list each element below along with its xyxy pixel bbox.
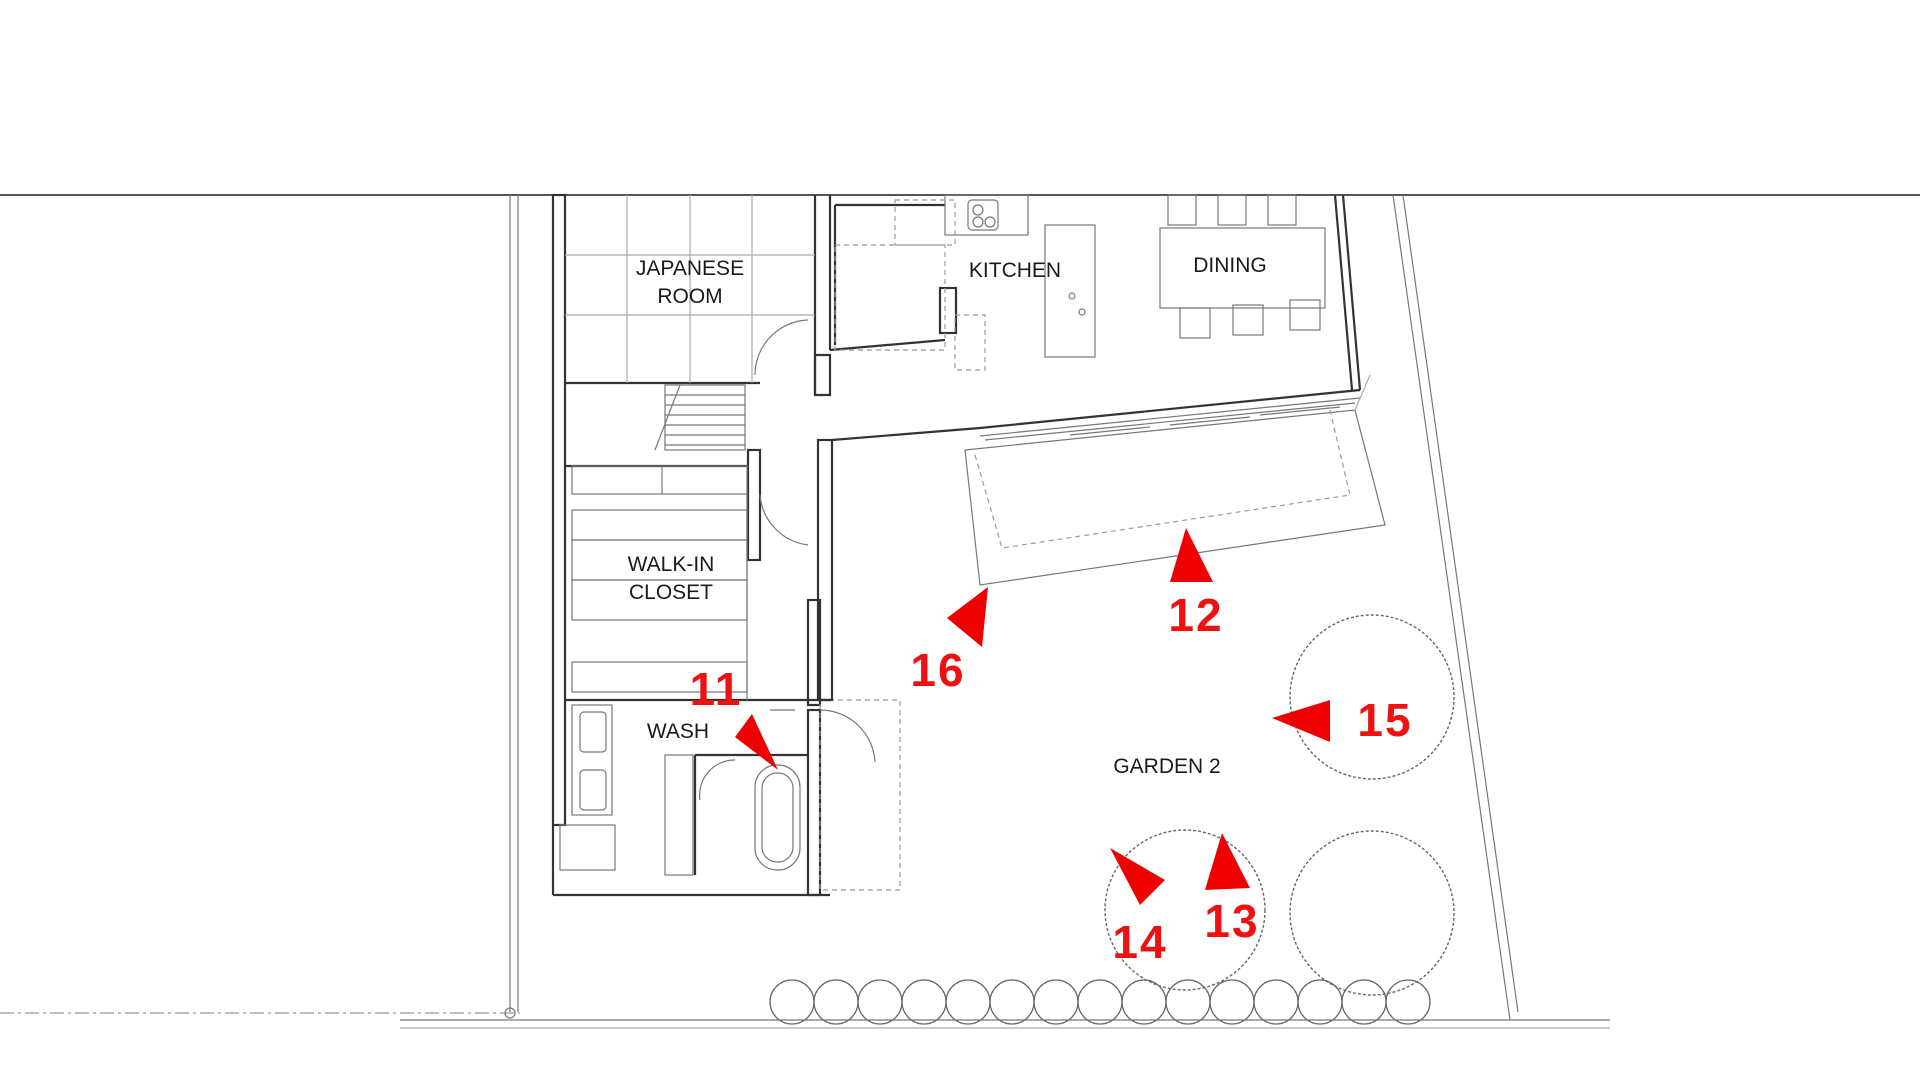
viewpoint-arrow-13 (1205, 833, 1250, 890)
viewpoint-label-12: 12 (1168, 589, 1223, 641)
dining-table (1159, 194, 1326, 339)
viewpoint-label-15: 15 (1357, 694, 1412, 746)
viewpoint-label-13: 13 (1204, 895, 1259, 947)
sliding-doors (984, 402, 1356, 441)
staircase (654, 384, 746, 451)
room-label-dining: DINING (1193, 254, 1267, 277)
terrace-deck (964, 374, 1386, 586)
wash-fixtures (559, 699, 901, 891)
viewpoint-label-16: 16 (910, 644, 965, 696)
viewpoint-arrow-16 (947, 587, 988, 647)
room-label-garden: GARDEN 2 (1113, 755, 1220, 778)
tatami-grid (565, 195, 815, 383)
closet-shelving (571, 465, 809, 700)
room-label-japanese-2: ROOM (657, 285, 722, 308)
hedge-shrubs (769, 979, 1431, 1025)
kitchen-dining-walls (816, 194, 1362, 702)
viewpoint-label-14: 14 (1112, 916, 1167, 968)
garden-trees (1104, 614, 1455, 996)
room-label-wash: WASH (647, 720, 709, 743)
room-label-kitchen: KITCHEN (969, 259, 1061, 282)
room-label-japanese-1: JAPANESE (636, 257, 744, 280)
room-label-walkin-2: CLOSET (629, 581, 713, 604)
viewpoint-13: 13 (1204, 833, 1259, 947)
viewpoint-15: 15 (1272, 694, 1412, 746)
viewpoint-14: 14 (1110, 848, 1167, 968)
viewpoint-arrow-15 (1272, 700, 1330, 742)
viewpoint-arrow-11 (735, 714, 778, 770)
viewpoint-arrow-12 (1170, 528, 1213, 582)
viewpoint-12: 12 (1168, 528, 1223, 641)
viewpoint-arrow-14 (1110, 848, 1165, 905)
property-boundary (0, 194, 1610, 1029)
viewpoint-label-11: 11 (690, 663, 743, 715)
viewpoint-11: 11 (690, 663, 778, 770)
room-label-walkin-1: WALK-IN (628, 553, 715, 576)
viewpoint-16: 16 (910, 587, 988, 696)
